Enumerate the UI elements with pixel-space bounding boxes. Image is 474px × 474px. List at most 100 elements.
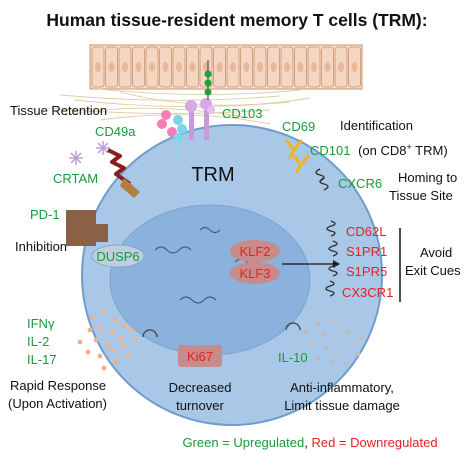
il2-label: IL-2 <box>27 334 49 349</box>
cytokine-dot <box>77 339 83 345</box>
epithelial-nucleus <box>324 62 331 72</box>
cd103-receptor-icon <box>185 60 215 140</box>
epithelial-nucleus <box>297 62 304 72</box>
cytokine-dot <box>321 331 327 337</box>
epithelial-nucleus <box>311 62 317 72</box>
cytokine-dot <box>315 355 321 361</box>
cytokine-dot <box>121 343 127 349</box>
cytokine-dot <box>323 345 329 351</box>
epithelial-nucleus <box>108 62 115 72</box>
epithelial-nucleus <box>95 62 101 72</box>
crtam-receptor-icon <box>107 148 140 198</box>
decreased-turnover-line1: Decreased <box>169 380 232 395</box>
extracellular-fibers <box>49 87 311 125</box>
epithelial-nucleus <box>351 62 358 72</box>
cytokine-dot <box>113 359 119 365</box>
cytokine-dot <box>329 359 335 365</box>
cytokine-dot <box>109 329 115 335</box>
klf2-oval <box>230 240 280 262</box>
ifng-label: IFNγ <box>27 316 55 331</box>
cytokine-dot <box>105 341 111 347</box>
s1pr1-label: S1PR1 <box>346 244 387 259</box>
legend-green: Green = Upregulated <box>182 435 304 450</box>
ligand-star-icons <box>69 141 110 165</box>
cd62l-label: CD62L <box>346 224 386 239</box>
klf3-oval <box>230 262 280 284</box>
homing-label-line2: Tissue Site <box>389 188 453 203</box>
anti-inflammatory-line2: Limit tissue damage <box>284 398 400 413</box>
cytokine-dot <box>333 337 339 343</box>
anti-inflammatory-line1: Anti-inflammatory, <box>290 380 394 395</box>
cd101-note: (on CD8 <box>358 143 406 158</box>
cd49a-receptor-icon <box>157 110 187 156</box>
homing-label-line1: Homing to <box>398 170 457 185</box>
epithelial-nucleus <box>189 62 196 72</box>
cd101-note-tail: TRM) <box>412 143 448 158</box>
secretory-vesicles <box>142 322 301 338</box>
cytokine-dot <box>93 337 99 343</box>
proinflammatory-cytokine-dots <box>77 309 139 371</box>
ki67-box <box>178 345 222 367</box>
cytokine-dot <box>87 327 93 333</box>
pd1-receptor-icon <box>66 210 108 246</box>
cytokine-dot <box>129 327 135 333</box>
epithelial-nucleus <box>230 62 236 72</box>
exit-receptor-coils <box>325 220 338 297</box>
pd1-label: PD-1 <box>30 207 60 222</box>
il10-label: IL-10 <box>278 350 308 365</box>
cytokine-dot <box>109 347 115 353</box>
cxcr6-label: CXCR6 <box>338 176 382 191</box>
cd101-receptor-icon <box>292 154 310 174</box>
cytokine-dot <box>343 361 349 367</box>
rapid-response-line2: (Upon Activation) <box>8 396 107 411</box>
cytokine-dot <box>359 335 365 341</box>
cytokine-dot <box>101 365 107 371</box>
il17-label: IL-17 <box>27 352 57 367</box>
cytokine-dot <box>337 349 343 355</box>
epithelial-nucleus <box>257 62 263 72</box>
cytokine-dot <box>327 317 333 323</box>
cx3cr1-label: CX3CR1 <box>342 285 393 300</box>
epithelial-nucleus <box>162 62 169 72</box>
cd103-label: CD103 <box>222 106 262 121</box>
cytokine-dot <box>117 335 123 341</box>
avoid-label-line2: Exit Cues <box>405 263 461 278</box>
cytokine-dot <box>349 339 355 345</box>
legend-red: Red = Downregulated <box>311 435 437 450</box>
klf3-label: KLF3 <box>239 266 270 281</box>
cytokine-dot <box>125 353 131 359</box>
klf2-label: KLF2 <box>239 244 270 259</box>
epithelial-nucleus <box>176 62 182 72</box>
cytokine-dot <box>97 353 103 359</box>
cytokine-dot <box>121 323 127 329</box>
cytokine-dot <box>133 337 139 343</box>
cytokine-dot <box>309 341 315 347</box>
cytokine-dot <box>355 351 361 357</box>
cd69-receptor-icon <box>285 139 303 159</box>
cytokine-dot <box>85 349 91 355</box>
legend-separator: , <box>304 435 311 450</box>
cytokine-dot <box>89 315 95 321</box>
cell-label: TRM <box>191 164 234 186</box>
legend: Green = Upregulated, Red = Downregulated <box>182 435 437 450</box>
crtam-label: CRTAM <box>53 171 98 186</box>
cxcr6-receptor-icon <box>315 168 329 191</box>
epithelial-nucleus <box>284 62 290 72</box>
tissue-retention-label: Tissue Retention <box>10 103 107 118</box>
cytokine-dot <box>97 325 103 331</box>
ki67-label: Ki67 <box>187 349 213 364</box>
cd101-name: CD101 <box>310 143 350 158</box>
s1pr5-label: S1PR5 <box>346 264 387 279</box>
decreased-turnover-line2: turnover <box>176 398 224 413</box>
cytokine-dot <box>345 329 351 335</box>
cytokine-dot <box>101 309 107 315</box>
cytokine-dot <box>339 325 345 331</box>
epithelial-nucleus <box>149 62 155 72</box>
dusp6-oval <box>91 244 145 268</box>
nucleus <box>109 204 311 356</box>
cytokine-dot <box>315 321 321 327</box>
il10-cytokine-dots <box>303 317 365 367</box>
cd69-label: CD69 <box>282 119 315 134</box>
tissue-epithelium <box>89 44 363 90</box>
epithelial-nucleus <box>270 62 277 72</box>
